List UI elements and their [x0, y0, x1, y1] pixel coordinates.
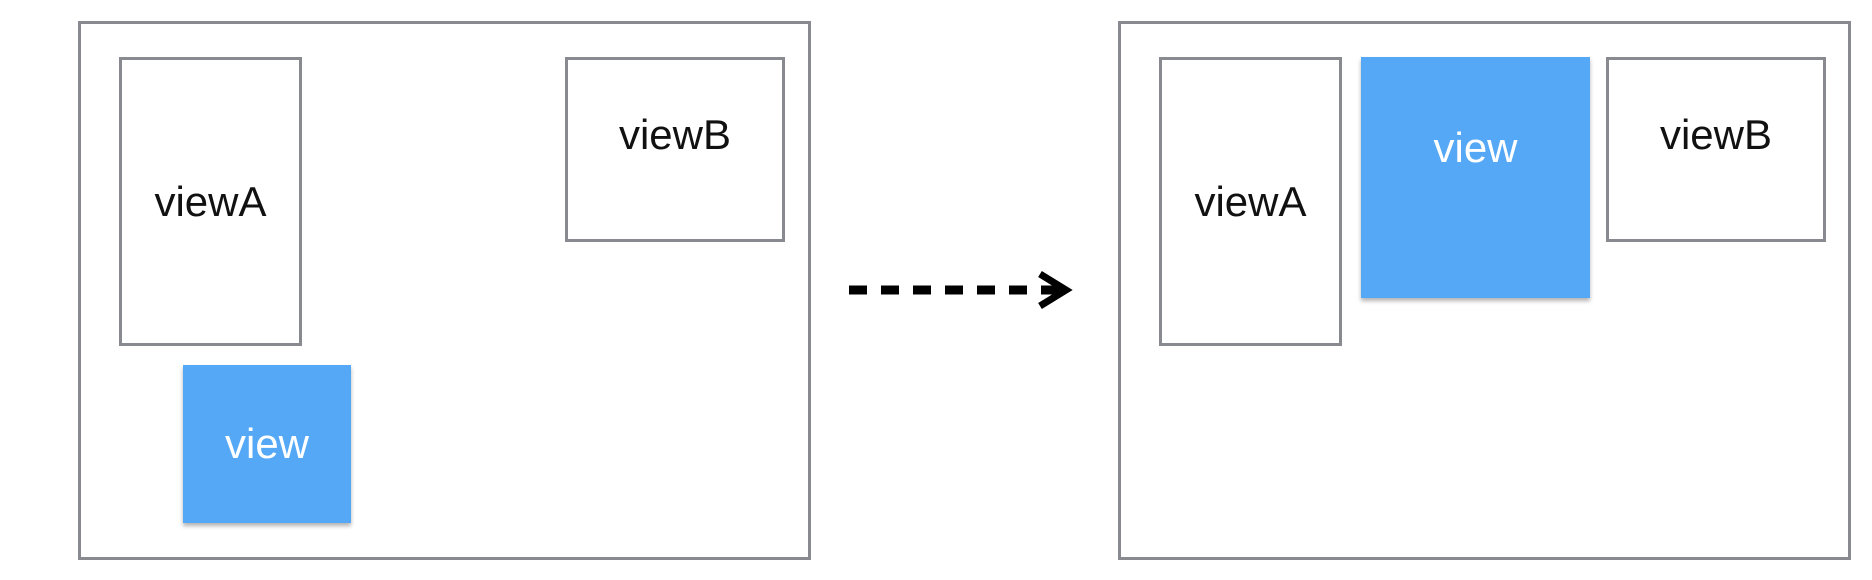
- after-view: view: [1361, 57, 1590, 298]
- after-view-b: viewB: [1606, 57, 1826, 242]
- before-view: view: [183, 365, 351, 523]
- before-view-a: viewA: [119, 57, 302, 346]
- after-view-a: viewA: [1159, 57, 1342, 346]
- before-view-b: viewB: [565, 57, 785, 242]
